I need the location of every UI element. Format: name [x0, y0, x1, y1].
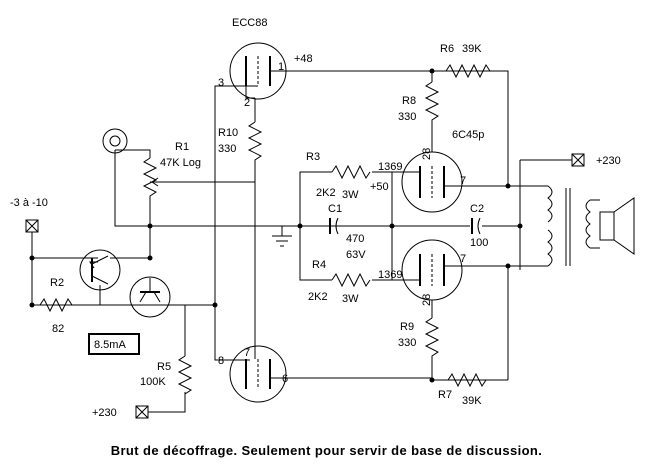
label-pin8: 8	[218, 355, 224, 367]
terminal-230-right-icon	[571, 153, 585, 167]
label-1369-top: 1369	[378, 161, 402, 173]
label-r3-w: 3W	[342, 189, 359, 201]
label-bias-range: -3 à -10	[10, 197, 48, 209]
label-ecc88: ECC88	[232, 17, 267, 29]
transistor-bias-left	[79, 249, 121, 291]
label-plus50: +50	[370, 181, 389, 193]
label-1369-bot: 1369	[378, 269, 402, 281]
resistor-r8	[424, 81, 440, 122]
label-pin7-top: 7	[460, 175, 466, 187]
label-6c45: 6C45p	[452, 129, 484, 141]
label-c2: C2	[470, 203, 484, 215]
label-c1: C1	[328, 203, 342, 215]
terminal-bias-icon	[25, 219, 39, 233]
label-r10: R10	[218, 127, 238, 139]
label-current: 8.5mA	[94, 339, 126, 351]
label-r8-val: 330	[398, 111, 416, 123]
label-pin7-bot: 7	[460, 253, 466, 265]
resistor-r9	[424, 317, 440, 358]
label-pin7-lower: 7	[244, 347, 250, 359]
label-r6-val: 39K	[462, 43, 482, 55]
label-r7-val: 39K	[462, 395, 482, 407]
label-pin1: 1	[278, 61, 284, 73]
label-pin3: 3	[218, 77, 224, 89]
speaker-icon	[599, 197, 635, 255]
label-r4-w: 3W	[342, 293, 359, 305]
capacitor-c2	[471, 217, 481, 235]
label-r2: R2	[50, 277, 64, 289]
label-r3-val: 2K2	[316, 187, 336, 199]
label-r1-val: 47K Log	[160, 157, 201, 169]
resistor-r4	[331, 272, 371, 288]
label-plus230-left: +230	[92, 407, 117, 419]
label-r3: R3	[306, 151, 320, 163]
label-r9: R9	[400, 321, 414, 333]
tube-ecc88-bottom	[229, 345, 287, 403]
resistor-r5	[177, 355, 193, 395]
label-r10-val: 330	[218, 143, 236, 155]
label-r2-val: 82	[52, 323, 64, 335]
label-r4-val: 2K2	[308, 291, 328, 303]
label-c1-val: 470	[346, 233, 364, 245]
tube-6c45-top	[401, 145, 463, 213]
label-r8: R8	[402, 95, 416, 107]
terminal-230-left-icon	[135, 405, 149, 419]
resistor-r6	[445, 63, 491, 79]
label-pin28-bot: 28	[421, 294, 433, 306]
label-c1-v: 63V	[346, 249, 366, 261]
label-pin2: 2	[244, 97, 250, 109]
label-c2-val: 100	[470, 237, 488, 249]
resistor-r3	[331, 164, 371, 180]
resistor-r7	[447, 372, 487, 388]
current-box	[88, 333, 140, 355]
label-plus48: +48	[294, 53, 313, 65]
label-r5-val: 100K	[140, 376, 166, 388]
output-transformer	[547, 185, 600, 267]
input-jack-icon	[102, 128, 128, 154]
label-r7: R7	[438, 389, 452, 401]
caption: Brut de décoffrage. Seulement pour servi…	[110, 443, 543, 458]
capacitor-c1	[329, 217, 339, 235]
resistor-r1-pot	[142, 157, 175, 200]
resistor-r10	[247, 121, 263, 170]
wires	[31, 70, 572, 413]
ground-icon	[272, 235, 292, 247]
tube-6c45-bottom	[401, 239, 463, 301]
label-pin28-top: 28	[421, 148, 433, 160]
junctions	[29, 68, 523, 383]
tube-ecc88-top	[229, 42, 287, 100]
label-pin6: 6	[282, 373, 288, 385]
label-r1: R1	[175, 141, 189, 153]
label-r6: R6	[440, 43, 454, 55]
label-plus230-right: +230	[596, 155, 621, 167]
resistor-r2	[39, 297, 73, 313]
label-r5: R5	[157, 361, 171, 373]
label-r4: R4	[312, 259, 326, 271]
transistor-bias-right	[129, 276, 171, 318]
label-r9-val: 330	[398, 337, 416, 349]
